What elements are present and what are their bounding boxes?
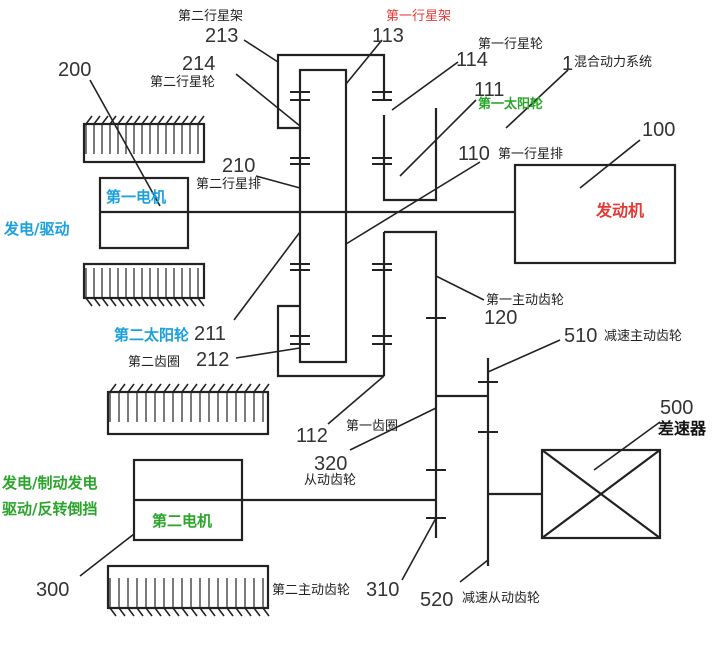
label-planetary-row-1: 第一行星排: [498, 147, 563, 162]
label-hybrid-system: 混合动力系统: [574, 55, 652, 70]
label-reduction-drive-gear: 减速主动齿轮: [604, 329, 682, 344]
sun-gear-body: [298, 68, 348, 364]
label-ring-gear-2: 第二齿圈: [128, 355, 180, 370]
label-planetary-row-2: 第二行星排: [196, 177, 261, 192]
label-1: 1: [562, 53, 573, 75]
label-differential: 差速器: [658, 419, 707, 438]
label-320: 320: [314, 453, 347, 475]
label-120: 120: [484, 307, 517, 329]
label-310: 310: [366, 579, 399, 601]
label-motor-1: 第一电机: [106, 188, 166, 206]
label-113: 113: [372, 25, 404, 47]
label-212: 212: [196, 349, 229, 371]
differential-box: [540, 448, 662, 540]
motor-2-stator-upper: [106, 390, 270, 436]
label-500: 500: [660, 397, 693, 419]
label-reduction-driven-gear: 减速从动齿轮: [462, 591, 540, 606]
label-motor-2: 第二电机: [152, 512, 212, 530]
motor-1-stator-lower: [82, 262, 206, 300]
label-300: 300: [36, 579, 69, 601]
label-210: 210: [222, 155, 255, 177]
label-114: 114: [456, 49, 488, 71]
label-510: 510: [564, 325, 597, 347]
planet-gear-ticks: [290, 91, 498, 519]
label-planet-carrier-1: 第一行星架: [386, 9, 451, 24]
label-111: 111: [474, 79, 504, 101]
engine-block: [513, 163, 677, 265]
motor-2-stator-lower: [106, 564, 270, 610]
label-planet-carrier-2: 第二行星架: [178, 9, 243, 24]
diagram-labels: 第二行星架 第一行星架 213 113 214 第二行星轮 114 第一行星轮 …: [1, 9, 707, 611]
leader-lines: [79, 39, 661, 583]
label-drive-reverse: 驱动/反转倒挡: [2, 500, 97, 518]
label-112: 112: [296, 425, 328, 447]
label-100: 100: [642, 119, 675, 141]
label-214: 214: [182, 53, 215, 75]
label-520: 520: [420, 589, 453, 611]
label-main-drive-gear-2: 第二主动齿轮: [272, 583, 350, 598]
label-213: 213: [205, 25, 238, 47]
label-planet-gear-1: 第一行星轮: [478, 37, 543, 52]
label-sun-gear-2: 第二太阳轮: [114, 326, 189, 344]
stator-hatching: [85, 115, 270, 617]
label-driven-gear: 从动齿轮: [304, 473, 356, 488]
label-200: 200: [58, 59, 91, 81]
label-sun-gear-1: 第一太阳轮: [478, 96, 543, 112]
diagram-lines: [79, 39, 677, 610]
label-ring-gear-1: 第一齿圈: [346, 419, 398, 434]
label-gen-drive: 发电/驱动: [3, 220, 69, 238]
label-211: 211: [194, 323, 226, 345]
label-gen-brake: 发电/制动发电: [1, 474, 97, 492]
label-planet-gear-2: 第二行星轮: [150, 75, 215, 90]
label-main-drive-gear-1: 第一主动齿轮: [486, 293, 564, 308]
label-engine: 发动机: [595, 201, 644, 220]
label-110: 110: [458, 143, 490, 165]
motor-1-stator-upper: [82, 122, 206, 164]
